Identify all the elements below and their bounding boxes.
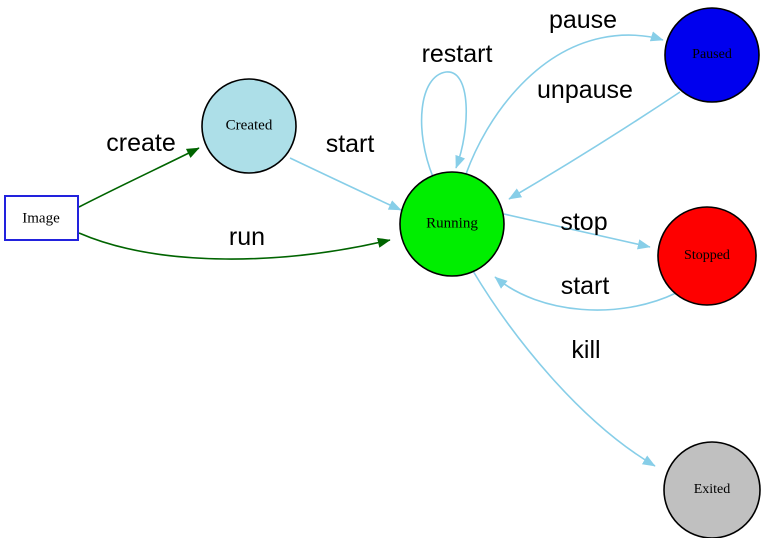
edge-run: run: [78, 223, 391, 260]
nodes-layer: Image Created Running Paused Stopped: [4, 7, 761, 538]
edge-start-stopped: start: [494, 272, 677, 311]
node-running[interactable]: Running: [399, 171, 505, 277]
node-image-label: Image: [22, 210, 60, 226]
edge-pause-label: pause: [549, 6, 617, 34]
edges-layer: create run start restart pause: [78, 6, 681, 467]
edge-run-label: run: [229, 223, 265, 251]
node-exited[interactable]: Exited: [663, 441, 761, 538]
edge-restart-path: [420, 71, 468, 178]
node-created[interactable]: Created: [201, 78, 297, 174]
node-created-label: Created: [226, 117, 273, 133]
edge-unpause-path: [508, 91, 681, 200]
edge-start-created-label: start: [326, 130, 375, 158]
edge-restart: restart: [420, 40, 493, 178]
edge-kill: kill: [472, 270, 656, 467]
node-exited-label: Exited: [694, 482, 731, 497]
edge-stop: stop: [503, 208, 651, 250]
edge-start-created: start: [289, 130, 402, 211]
edge-start-created-path: [289, 157, 402, 211]
edge-kill-label: kill: [571, 336, 600, 364]
node-paused-label: Paused: [692, 47, 732, 62]
node-created-shape[interactable]: [201, 78, 297, 174]
node-image-shape[interactable]: [4, 195, 79, 241]
edge-run-path: [78, 232, 391, 260]
node-stopped-shape[interactable]: [657, 206, 757, 306]
edge-create-label: create: [106, 129, 175, 157]
node-image[interactable]: Image: [4, 195, 79, 241]
node-running-label: Running: [426, 215, 478, 231]
edge-kill-path: [472, 270, 656, 467]
node-paused-shape[interactable]: [664, 7, 760, 103]
edge-create-path: [78, 147, 200, 208]
edge-start-stopped-path: [494, 276, 677, 311]
node-exited-shape[interactable]: [663, 441, 761, 538]
edge-restart-label: restart: [422, 40, 493, 68]
node-paused[interactable]: Paused: [664, 7, 760, 103]
edge-create: create: [78, 129, 200, 208]
edge-start-stopped-label: start: [561, 272, 610, 300]
edge-stop-path: [503, 213, 651, 250]
node-stopped[interactable]: Stopped: [657, 206, 757, 306]
node-running-shape[interactable]: [399, 171, 505, 277]
edge-unpause-label: unpause: [537, 76, 633, 104]
edge-pause: pause: [465, 6, 664, 175]
edge-stop-label: stop: [560, 208, 607, 236]
edge-unpause: unpause: [508, 76, 681, 200]
node-stopped-label: Stopped: [684, 248, 730, 263]
edge-pause-path: [465, 31, 664, 175]
